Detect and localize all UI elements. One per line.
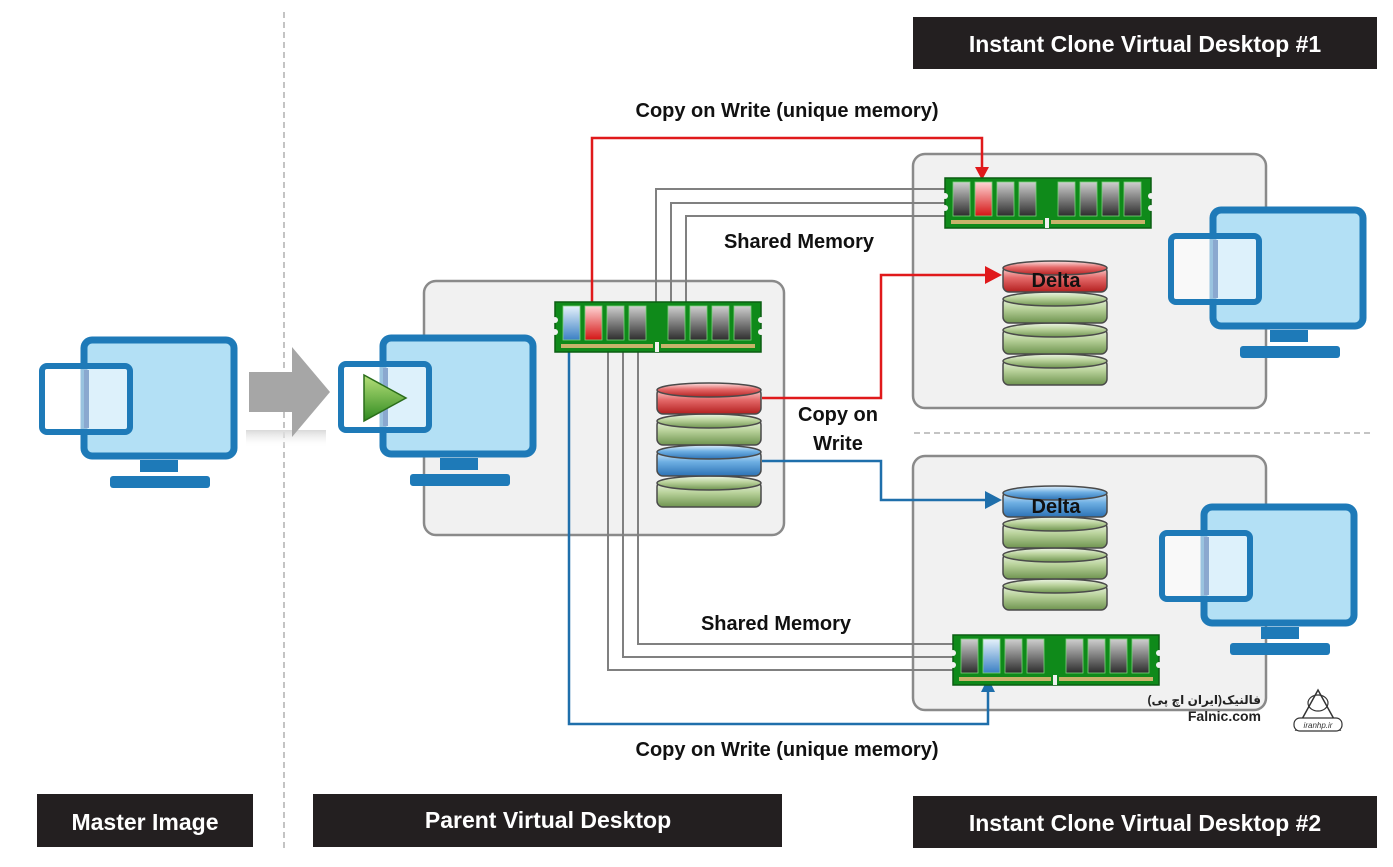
ram-chip <box>1057 181 1076 217</box>
clone1-title-bar: Instant Clone Virtual Desktop #1 <box>913 17 1377 69</box>
ram-pins <box>1051 220 1145 224</box>
cow-disk-label-line1: Copy on <box>798 404 878 426</box>
ram-chip <box>1026 638 1045 674</box>
ram-module-parent <box>552 301 764 353</box>
disk-platter <box>656 413 762 446</box>
ram-chip <box>733 305 752 341</box>
cow-disk-label-line2: Write <box>813 433 863 455</box>
ram-chip <box>711 305 730 341</box>
ram-chip <box>667 305 686 341</box>
watermark-badge: iranhp.ir <box>1304 721 1333 730</box>
shared-memory-lines-bottom <box>607 351 955 671</box>
cow-unique-memory-top-label: Copy on Write (unique memory) <box>636 100 939 122</box>
cow-disk-line-blue <box>762 459 990 502</box>
disk-platter <box>656 444 762 477</box>
cow-unique-memory-line-red <box>590 136 984 305</box>
ram-chip <box>1131 638 1150 674</box>
ram-pins <box>1059 677 1153 681</box>
clone1-delta-label: Delta <box>1032 270 1082 292</box>
ram-chip <box>1123 181 1142 217</box>
red-arrowhead-icon <box>975 167 989 180</box>
clone2-title: Instant Clone Virtual Desktop #2 <box>969 810 1321 836</box>
disk-platter <box>1002 578 1108 611</box>
master-image-bar: Master Image <box>37 794 253 847</box>
disk-platter <box>1002 516 1108 549</box>
ram-chip <box>606 305 625 341</box>
shared-memory-bottom-label: Shared Memory <box>701 613 852 635</box>
clone2-title-bar: Instant Clone Virtual Desktop #2 <box>913 796 1377 848</box>
disk-platter <box>1002 353 1108 386</box>
disk-stack-clone2 <box>1002 485 1108 611</box>
ram-chip <box>974 181 993 217</box>
disk-platter <box>1002 260 1108 293</box>
ram-chip <box>1065 638 1084 674</box>
ram-chip <box>996 181 1015 217</box>
ram-chip <box>1109 638 1128 674</box>
clone1-monitor-icon <box>1168 206 1367 358</box>
ram-chip <box>952 181 971 217</box>
disk-stack-clone1 <box>1002 260 1108 386</box>
ram-chip <box>628 305 647 341</box>
parent-desktop-title: Parent Virtual Desktop <box>425 807 671 833</box>
cow-unique-memory-bottom-label: Copy on Write (unique memory) <box>636 739 939 761</box>
ram-chip <box>960 638 979 674</box>
disk-platter <box>1002 547 1108 580</box>
clone2-delta-label: Delta <box>1032 496 1082 518</box>
watermark: فالنیک(ایران اچ پی) Falnic.com iranhp.ir <box>1148 688 1343 732</box>
red-disk-arrowhead-icon <box>985 266 1002 284</box>
ram-chip <box>982 638 1001 674</box>
cow-disk-line-red <box>762 273 990 400</box>
watermark-persian: فالنیک(ایران اچ پی) <box>1148 693 1261 707</box>
disk-platter <box>656 382 762 415</box>
disk-platter <box>1002 322 1108 355</box>
cow-unique-memory-line-blue <box>567 350 990 726</box>
clone-arrow-icon <box>246 347 330 448</box>
clone1-title: Instant Clone Virtual Desktop #1 <box>969 31 1322 57</box>
disk-platter <box>1002 291 1108 324</box>
master-image-title: Master Image <box>71 809 218 835</box>
parent-desktop-bar: Parent Virtual Desktop <box>313 794 782 847</box>
ram-pins <box>661 344 755 348</box>
shared-memory-lines-top <box>655 188 947 303</box>
ram-chip <box>1004 638 1023 674</box>
disk-stack-parent <box>656 382 762 508</box>
play-icon <box>363 373 408 423</box>
clone2-monitor-icon <box>1159 503 1358 655</box>
watermark-logo-icon: iranhp.ir <box>1293 688 1343 732</box>
ram-chip <box>1079 181 1098 217</box>
ram-module-clone1 <box>942 177 1154 229</box>
disk-platter <box>656 475 762 508</box>
ram-module-clone2 <box>950 634 1162 686</box>
ram-chip <box>1087 638 1106 674</box>
blue-disk-arrowhead-icon <box>985 491 1002 509</box>
shared-memory-top-label: Shared Memory <box>724 231 875 253</box>
ram-pins <box>951 220 1043 224</box>
disk-platter <box>1002 485 1108 518</box>
ram-chip <box>562 305 581 341</box>
ram-chip <box>689 305 708 341</box>
master-monitor-icon <box>39 336 238 488</box>
ram-pins <box>959 677 1051 681</box>
ram-chip <box>584 305 603 341</box>
watermark-site: Falnic.com <box>1188 708 1261 724</box>
ram-pins <box>561 344 653 348</box>
ram-chip <box>1018 181 1037 217</box>
ram-chip <box>1101 181 1120 217</box>
